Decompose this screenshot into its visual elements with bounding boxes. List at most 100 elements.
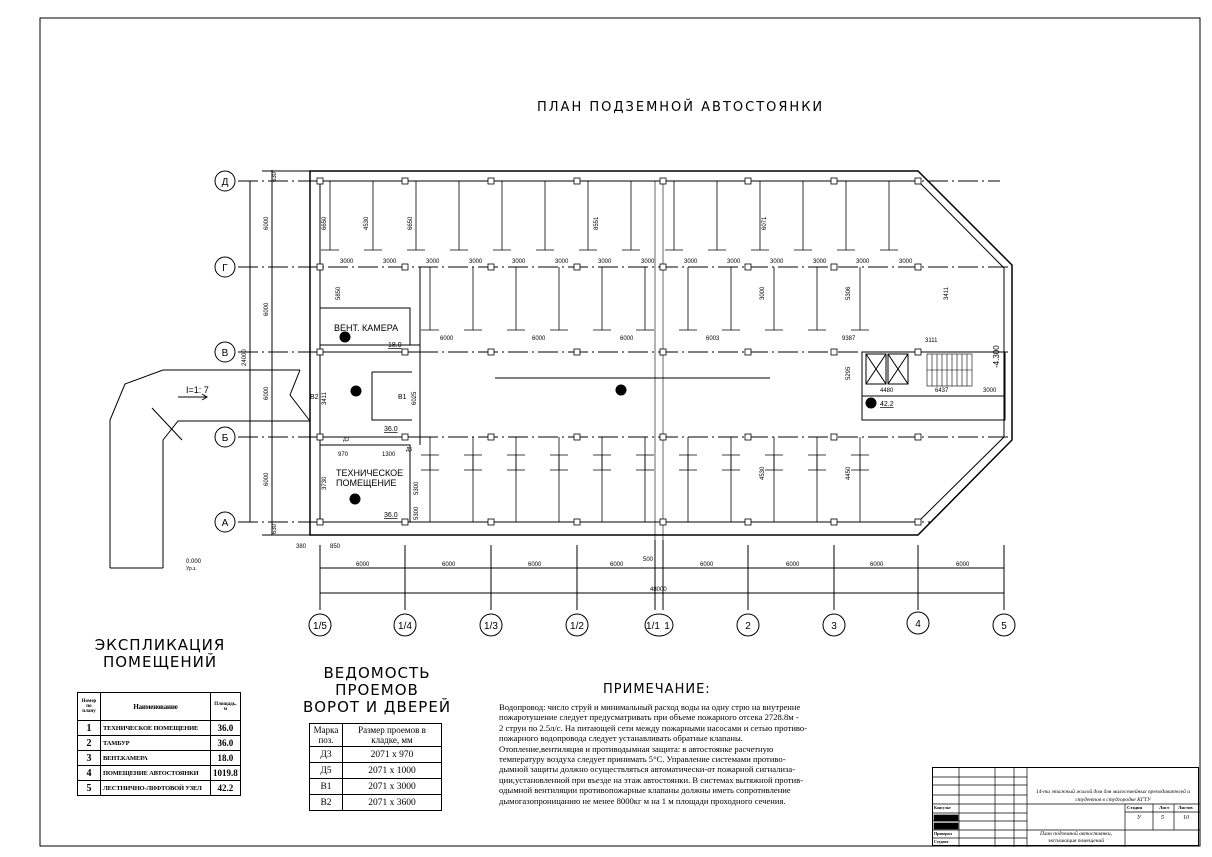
cell-area: 36.0 xyxy=(210,720,241,736)
cell-size: 2071 x 3000 xyxy=(342,778,442,795)
cell-area: 1019.8 xyxy=(210,765,241,781)
dimension-label: 500 xyxy=(643,557,654,563)
column-marker xyxy=(573,348,581,356)
cell-num: 3 xyxy=(77,750,101,766)
column-marker xyxy=(744,433,752,441)
dim-bay: 6000 xyxy=(786,562,800,568)
dimension-label: 6000 xyxy=(440,336,454,342)
dimension-label: 6025 xyxy=(412,391,418,405)
dimension-label-stall: 3000 xyxy=(641,259,655,265)
column-marker xyxy=(744,348,752,356)
axis-bubble-col-2: 2 xyxy=(745,621,751,632)
dimension-label-stall: 3000 xyxy=(598,259,612,265)
column-header: Площадь, м xyxy=(210,692,241,721)
column-marker xyxy=(744,177,752,185)
parking-stalls xyxy=(321,181,898,522)
room-area-1: 36.0 xyxy=(384,512,398,519)
opening-label-v1: В1 xyxy=(398,394,407,401)
vertical-dimension-lines xyxy=(249,170,310,536)
dimension-label: 5300 xyxy=(414,481,420,495)
cell-name: ТАМБУР xyxy=(100,735,211,751)
column-marker xyxy=(316,177,324,185)
axis-bubble-row-g: Г xyxy=(214,256,236,278)
column-marker xyxy=(914,177,922,185)
drawing-title: ПЛАН ПОДЗЕМНОЙ АВТОСТОЯНКИ xyxy=(537,100,825,115)
room-number-4: 4 xyxy=(619,386,624,395)
column-marker xyxy=(573,263,581,271)
opening-label-v2: В2 xyxy=(310,394,319,401)
note-line: пожарного водопровода следует устанавлив… xyxy=(499,733,743,744)
column-marker xyxy=(914,433,922,441)
column-marker xyxy=(659,263,667,271)
structural-columns xyxy=(316,177,922,526)
column-marker xyxy=(573,177,581,185)
opening-label-d3: Д3 xyxy=(343,437,349,443)
column-marker xyxy=(830,518,838,526)
project-name: 14-ти этажный жилой дом для малосемейных… xyxy=(1035,789,1191,803)
dimension-label: 4530 xyxy=(364,216,370,230)
dimension-label: 3411 xyxy=(944,286,950,300)
dimension-label: 3411 xyxy=(322,391,328,405)
cell-name: ВЕНТ.КАМЕРА xyxy=(100,750,211,766)
note-line: температуру воздуха следует принимать 5°… xyxy=(499,754,786,765)
cell-mark: Д3 xyxy=(309,746,343,763)
dimension-label-stall: 3000 xyxy=(856,259,870,265)
cell-name: ЛЕСТНИЧНО-ЛИФТОВОЙ УЗЕЛ xyxy=(100,780,211,796)
column-marker xyxy=(830,433,838,441)
cell-name: ПОМЕЩЕНИЕ АВТОСТОЯНКИ xyxy=(100,765,211,781)
column-marker xyxy=(487,433,495,441)
opening-label-d5: Д5 xyxy=(406,447,412,453)
dimension-label-stall: 3000 xyxy=(727,259,741,265)
sheet-title: План подземной автостоянки, экспликация … xyxy=(1040,831,1112,844)
notes-title: ПРИМЕЧАНИЕ: xyxy=(603,682,711,697)
dimension-label-stall: 3000 xyxy=(383,259,397,265)
axis-bubble-col-4: 4 xyxy=(915,619,921,630)
axis-bubble-col-1-1: 1/1 xyxy=(646,621,660,632)
note-line: Отопление,вентиляция и противодымная защ… xyxy=(499,743,774,754)
dim-bottom-offset: 630 xyxy=(272,523,278,534)
dimension-label: 5295 xyxy=(846,366,852,380)
room-area-2: 36.0 xyxy=(384,426,398,433)
dim-bay: 6000 xyxy=(700,562,714,568)
column-axis-lines xyxy=(319,181,1005,610)
axis-label: А xyxy=(222,518,229,529)
dimension-label: 9387 xyxy=(842,336,856,342)
dimension-label: 3111 xyxy=(925,338,938,344)
dim-bay: 6000 xyxy=(870,562,884,568)
column-marker xyxy=(830,177,838,185)
dimension-label: 5300 xyxy=(414,506,420,520)
table-header: Марка поз.Размер проемов в кладке, мм xyxy=(309,723,442,747)
explication-title-line2: ПОМЕЩЕНИЙ xyxy=(102,653,218,671)
note-line: Водопровод: число струй и минимальный ра… xyxy=(499,702,801,712)
dimension-label: 8551 xyxy=(594,216,600,230)
room-number-5: 5 xyxy=(869,399,874,408)
dimension-label: 6650 xyxy=(322,216,328,230)
dimension-label-stall: 3000 xyxy=(770,259,784,265)
dimension-label: 6003 xyxy=(706,336,720,342)
role-label: Проверил xyxy=(934,831,952,836)
cell-area: 18.0 xyxy=(210,750,241,766)
lift-shaft-icon xyxy=(865,353,887,385)
ramp-level-sub: Ур.з. xyxy=(186,566,197,572)
column-header: Номер по плану xyxy=(77,692,101,721)
explication-title-line1: ЭКСПЛИКАЦИЯ xyxy=(94,636,226,654)
dim-bay: 6000 xyxy=(528,562,542,568)
cell-mark: В2 xyxy=(309,794,343,811)
column-marker xyxy=(830,263,838,271)
column-marker xyxy=(914,518,922,526)
axis-label: Б xyxy=(222,433,229,444)
column-marker xyxy=(316,518,324,526)
column-marker xyxy=(659,518,667,526)
cell-mark: В1 xyxy=(309,778,343,795)
axis-bubble-col-1-3: 1/3 xyxy=(484,621,498,632)
dim-total-vertical: 24000 xyxy=(242,349,248,366)
dimension-label: 3730 xyxy=(322,476,328,490)
room-walls xyxy=(319,267,1006,523)
column-marker xyxy=(487,348,495,356)
stair-level-label: -4.300 xyxy=(992,345,1001,368)
